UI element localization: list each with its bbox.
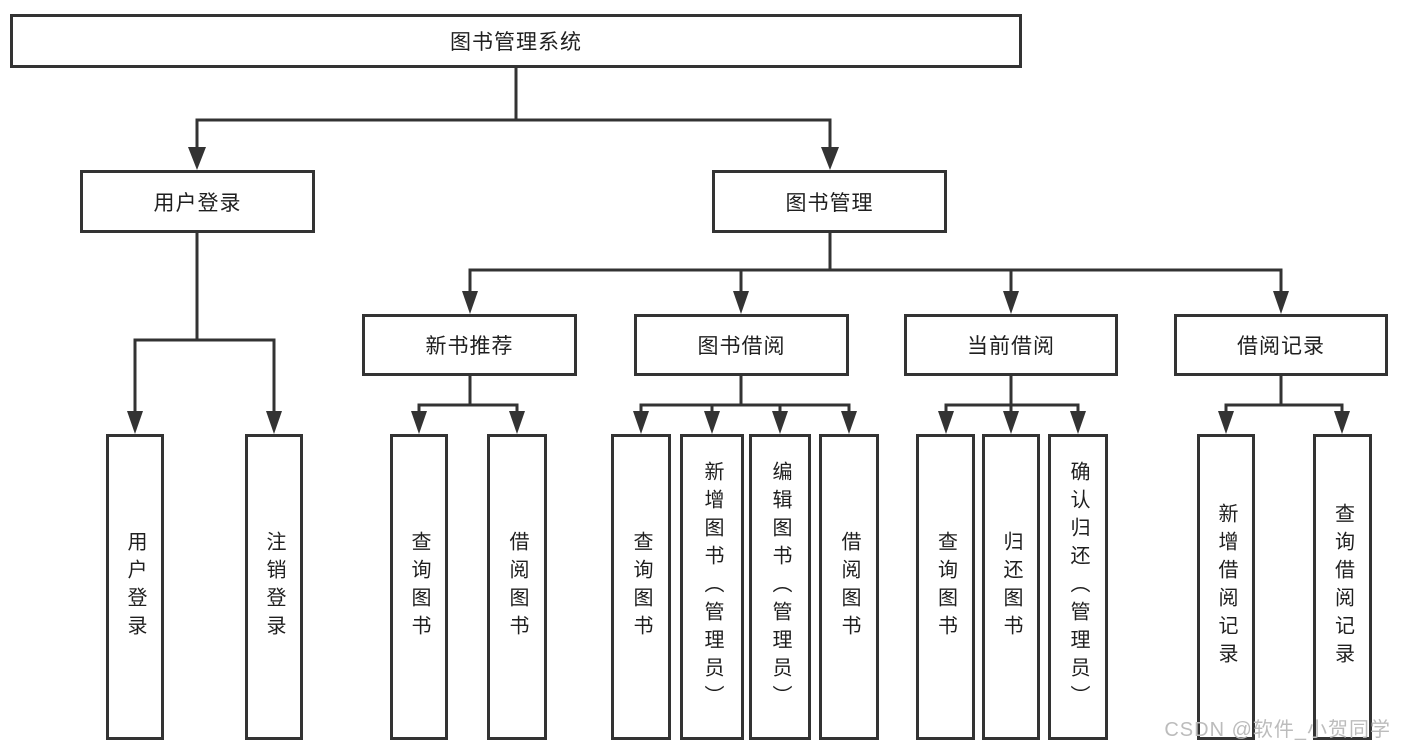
arrow-down-icon (1070, 411, 1086, 434)
arrow-down-icon (704, 411, 720, 434)
leaf-label: 注销登录 (263, 531, 285, 643)
arrow-down-icon (772, 411, 788, 434)
arrow-down-icon (188, 147, 206, 170)
arrow-down-icon (733, 291, 749, 314)
arrow-down-icon (821, 147, 839, 170)
leaf-logout: 注销登录 (245, 434, 303, 740)
leaf-label: 查询图书 (934, 531, 957, 643)
leaf-label: 借阅图书 (838, 531, 860, 643)
arrow-down-icon (1334, 411, 1350, 434)
leaf-label: 归还图书 (1000, 531, 1022, 643)
arrow-down-icon (1218, 411, 1234, 434)
node-label: 图书借阅 (697, 335, 786, 358)
leaf-label: 编辑图书（管理员） (769, 461, 791, 713)
arrow-down-icon (938, 411, 954, 434)
leaf-edit-book-admin: 编辑图书（管理员） (749, 434, 811, 740)
node-label: 图书管理系统 (450, 31, 582, 54)
leaf-query-borrow-record: 查询借阅记录 (1313, 434, 1372, 740)
node-borrowing-records: 借阅记录 (1174, 314, 1388, 376)
leaf-label: 借阅图书 (506, 531, 528, 643)
arrow-down-icon (127, 411, 143, 434)
leaf-user-login: 用户登录 (106, 434, 164, 740)
arrow-down-icon (633, 411, 649, 434)
leaf-label: 查询借阅记录 (1331, 503, 1354, 671)
node-label: 当前借阅 (967, 335, 1055, 358)
leaf-query-books-recommend: 查询图书 (390, 434, 448, 740)
arrow-down-icon (266, 411, 282, 434)
leaf-add-book-admin: 新增图书（管理员） (680, 434, 744, 740)
leaf-add-borrow-record: 新增借阅记录 (1197, 434, 1255, 740)
arrow-down-icon (1003, 291, 1019, 314)
node-label: 用户登录 (153, 191, 242, 215)
node-label: 新书推荐 (425, 335, 514, 358)
arrow-down-icon (1273, 291, 1289, 314)
node-user-login: 用户登录 (80, 170, 315, 233)
node-book-borrowing: 图书借阅 (634, 314, 849, 376)
node-library-system: 图书管理系统 (10, 14, 1022, 68)
leaf-return-books: 归还图书 (982, 434, 1040, 740)
leaf-label: 新增借阅记录 (1215, 503, 1237, 671)
leaf-label: 确认归还（管理员） (1067, 461, 1089, 713)
arrow-down-icon (509, 411, 525, 434)
node-label: 图书管理 (785, 191, 874, 215)
node-label: 借阅记录 (1237, 335, 1325, 358)
node-new-book-recommend: 新书推荐 (362, 314, 577, 376)
leaf-label: 新增图书（管理员） (701, 461, 723, 713)
leaf-query-books-borrowing: 查询图书 (611, 434, 671, 740)
leaf-label: 查询图书 (630, 531, 652, 643)
arrow-down-icon (841, 411, 857, 434)
leaf-confirm-return-admin: 确认归还（管理员） (1048, 434, 1108, 740)
csdn-watermark: CSDN @软件_小贺同学 (1164, 719, 1391, 741)
leaf-label: 用户登录 (124, 531, 146, 643)
arrow-down-icon (462, 291, 478, 314)
leaf-borrow-books-borrowing: 借阅图书 (819, 434, 879, 740)
node-book-management: 图书管理 (712, 170, 947, 233)
arrow-down-icon (411, 411, 427, 434)
leaf-borrow-books-recommend: 借阅图书 (487, 434, 547, 740)
node-current-borrowing: 当前借阅 (904, 314, 1118, 376)
leaf-query-books-current: 查询图书 (916, 434, 975, 740)
leaf-label: 查询图书 (408, 531, 430, 643)
arrow-down-icon (1003, 411, 1019, 434)
